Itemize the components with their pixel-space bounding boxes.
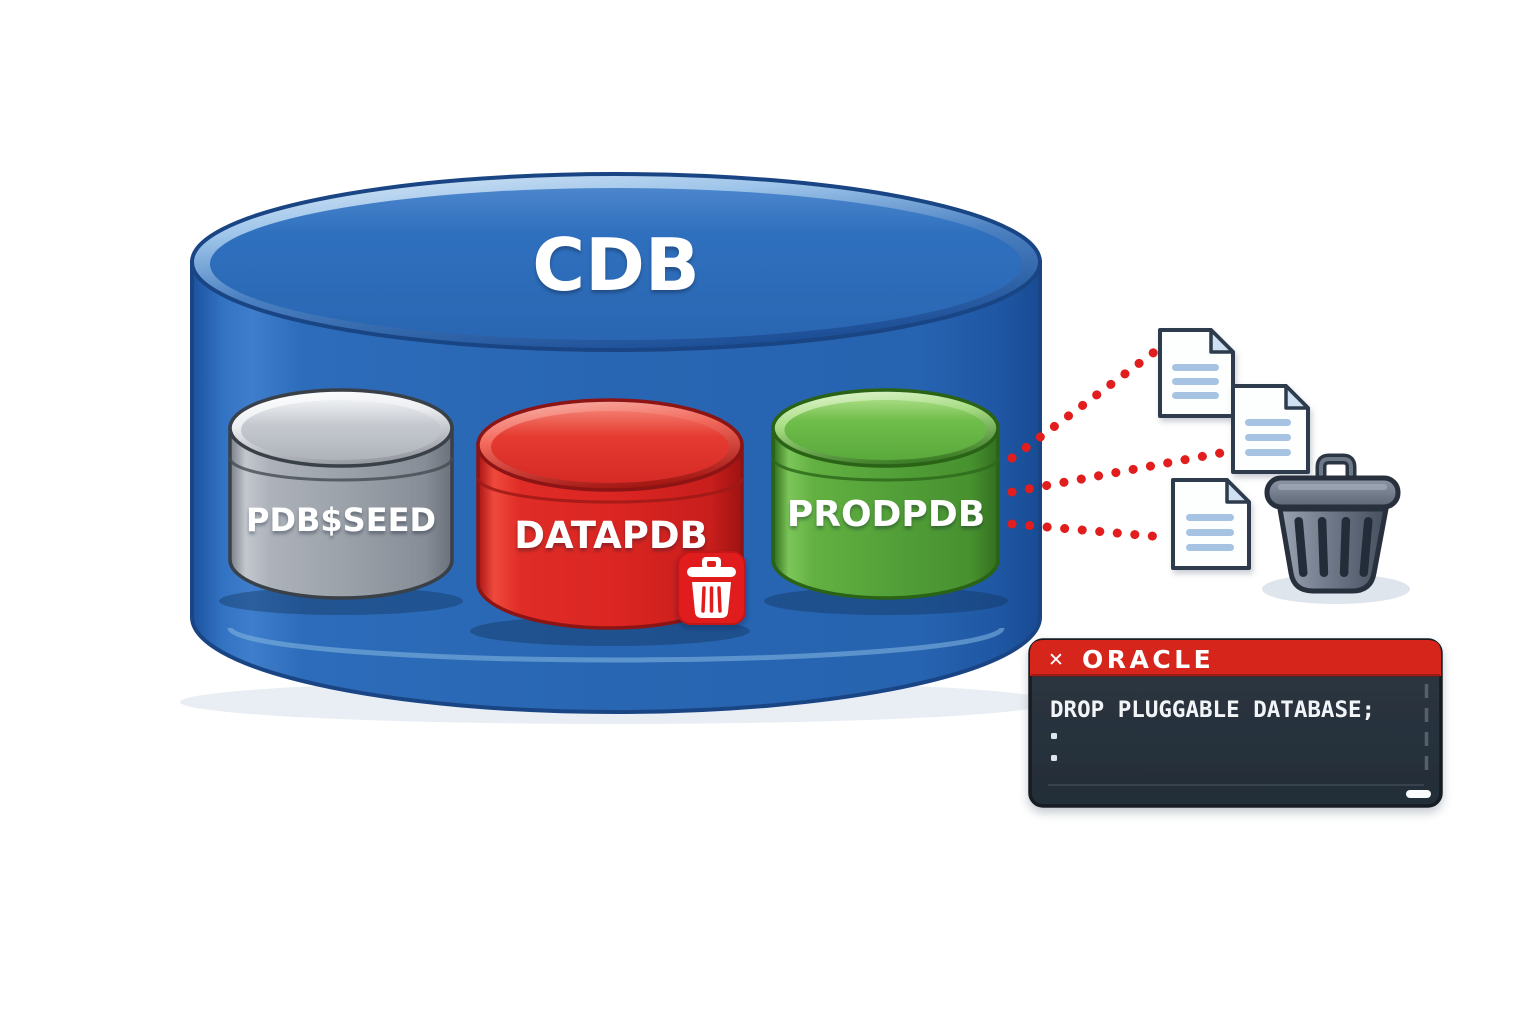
prodpdb-floor-shadow xyxy=(764,587,1008,615)
prodpdb-label: PRODPDB xyxy=(787,494,985,535)
terminal-window: ✕ ORACLE DROP PLUGGABLE DATABASE; xyxy=(1028,638,1443,808)
datapdb-floor-shadow xyxy=(470,616,750,646)
pdb-seed-floor-shadow xyxy=(219,587,463,615)
unplug-dotted-line-3 xyxy=(1007,519,1168,542)
datafile-icon-1 xyxy=(1158,328,1235,418)
datapdb-cylinder: DATAPDB xyxy=(476,398,746,630)
terminal-command: DROP PLUGGABLE DATABASE; xyxy=(1050,697,1375,723)
pdb-seed-top-face xyxy=(241,400,441,460)
prodpdb-cylinder: PRODPDB xyxy=(771,388,1000,600)
prompt-dot-2 xyxy=(1051,755,1057,761)
unplug-dotted-line-2 xyxy=(1007,447,1231,497)
cdb-top-face xyxy=(210,188,1022,340)
datafile-3-fold xyxy=(1225,478,1251,504)
datapdb-top-face xyxy=(491,411,729,483)
trash-can-lid xyxy=(1264,475,1401,510)
datapdb-seam xyxy=(476,477,744,504)
trash-can-slats xyxy=(1294,517,1373,577)
oracle-logo: ORACLE xyxy=(1082,645,1214,674)
datafile-1-fold xyxy=(1209,328,1235,354)
unplug-links xyxy=(1007,345,1231,542)
cdb-bottom-highlight xyxy=(227,627,1005,663)
pdb-seed-label: PDB$SEED xyxy=(246,501,436,539)
prodpdb-seam xyxy=(771,457,1000,482)
close-icon[interactable]: ✕ xyxy=(1048,649,1064,671)
delete-badge xyxy=(677,551,746,625)
terminal-titlebar xyxy=(1030,640,1441,676)
datafile-icon-3 xyxy=(1171,478,1251,570)
datafile-icon-2 xyxy=(1231,384,1310,474)
unplug-dotted-line-1 xyxy=(1007,345,1162,463)
terminal-resize-handle[interactable] xyxy=(1406,790,1431,798)
datapdb-label: DATAPDB xyxy=(514,514,708,557)
prodpdb-body xyxy=(771,426,1000,600)
prompt-dot-1 xyxy=(1051,733,1057,739)
pdb-seed-seam xyxy=(228,457,454,482)
trash-badge-icon xyxy=(687,557,736,618)
prodpdb-top-face xyxy=(784,400,987,460)
cdb-label: CDB xyxy=(532,223,699,307)
trash-can-icon xyxy=(1262,453,1410,604)
datafile-2-fold xyxy=(1284,384,1310,410)
pdb-seed-cylinder: PDB$SEED xyxy=(228,388,454,600)
pdb-seed-body xyxy=(228,426,454,600)
